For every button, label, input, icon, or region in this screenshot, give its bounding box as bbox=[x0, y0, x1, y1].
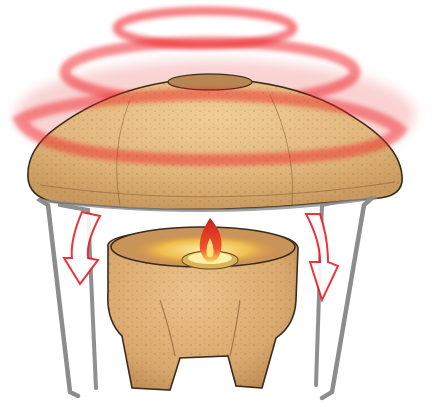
arrow-right-icon bbox=[306, 214, 338, 300]
dome-top-opening bbox=[168, 74, 252, 90]
arrow-left-icon bbox=[64, 212, 100, 284]
candle-flame bbox=[200, 218, 222, 262]
